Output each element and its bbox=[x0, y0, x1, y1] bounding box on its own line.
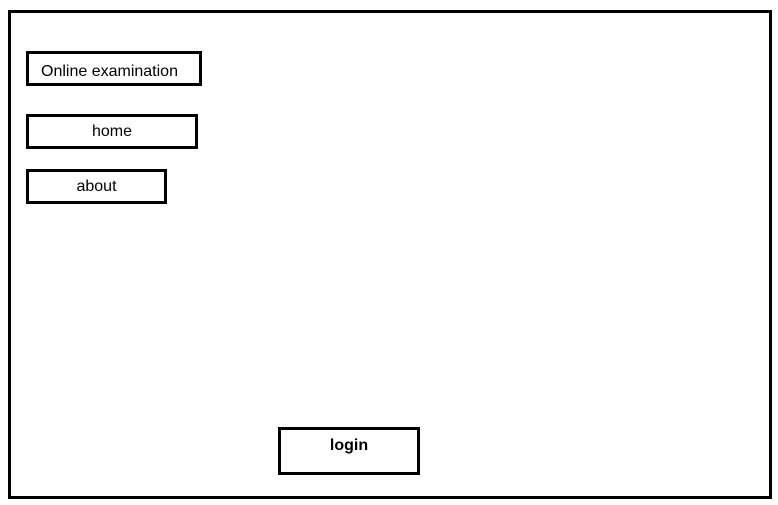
app-window-frame: Online examination home about login bbox=[8, 10, 772, 499]
app-title: Online examination bbox=[41, 63, 178, 80]
home-button[interactable]: home bbox=[26, 114, 198, 149]
app-title-box: Online examination bbox=[26, 51, 202, 86]
about-button[interactable]: about bbox=[26, 169, 167, 204]
login-button[interactable]: login bbox=[278, 427, 420, 475]
home-button-label: home bbox=[91, 122, 133, 140]
login-button-label: login bbox=[329, 437, 369, 454]
about-button-label: about bbox=[76, 177, 117, 195]
